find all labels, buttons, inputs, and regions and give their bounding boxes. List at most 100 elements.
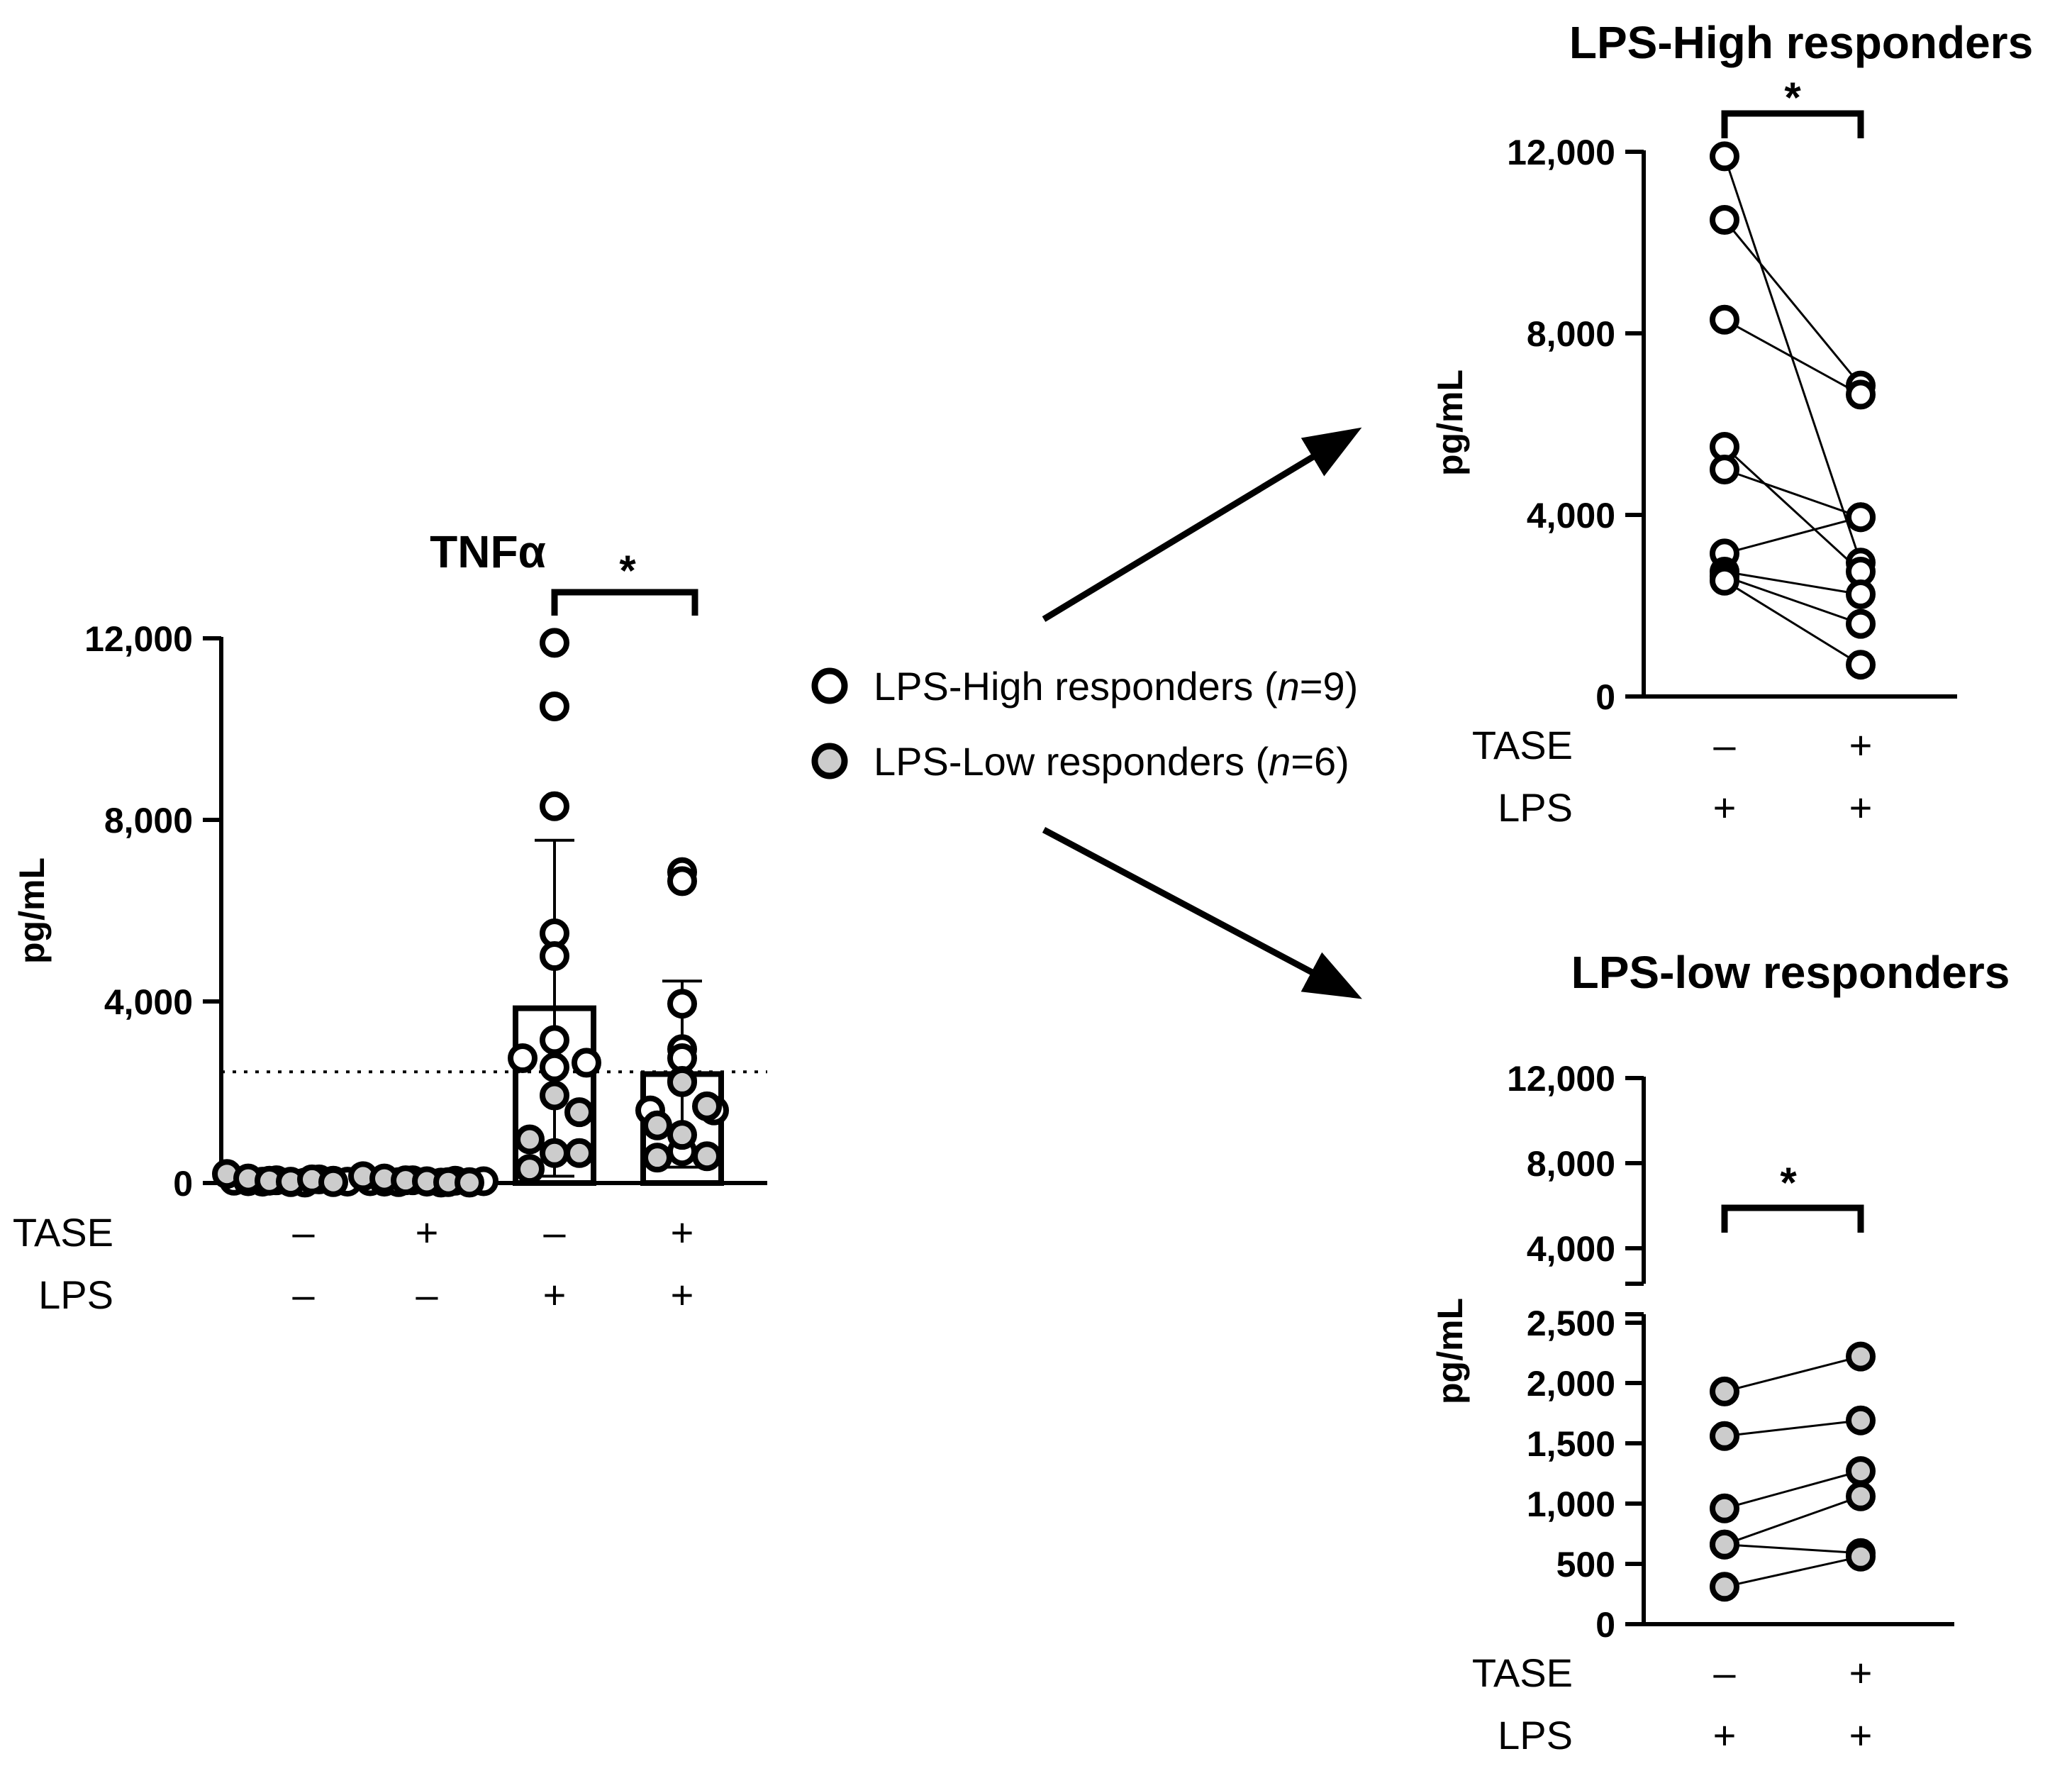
data-point-high — [540, 791, 569, 821]
data-point-high — [540, 628, 569, 658]
data-point-high — [540, 1052, 569, 1082]
panel-title: LPS-low responders — [1571, 947, 2010, 998]
significance-bracket — [1721, 110, 1864, 138]
condition-sign: + — [1849, 1650, 1873, 1695]
data-point-high — [667, 866, 697, 896]
legend-low-label: LPS-Low responders (n=6) — [874, 739, 1349, 784]
data-point-high — [1846, 579, 1876, 609]
data-point-high — [1710, 205, 1739, 235]
legend: LPS-High responders (n=9) LPS-Low respon… — [811, 664, 1358, 784]
pair-line — [1724, 1355, 1861, 1393]
y-tick-label: 4,000 — [104, 982, 193, 1022]
data-point-low — [540, 1080, 569, 1111]
legend-high-label: LPS-High responders (n=9) — [874, 664, 1358, 709]
tnfa-bar-panel: 04,0008,00012,000pg/mLTNFα*TASE–+–+LPS––… — [12, 526, 767, 1317]
data-point-low — [667, 1120, 697, 1150]
condition-sign: – — [292, 1272, 315, 1317]
data-point-high — [508, 1043, 538, 1073]
y-axis-title: pg/mL — [12, 857, 52, 964]
data-point-high — [1846, 502, 1876, 533]
data-point-high — [1846, 650, 1876, 680]
data-point-low — [1710, 1421, 1739, 1451]
pair-line — [1724, 574, 1861, 626]
data-point-low — [642, 1143, 672, 1173]
legend-high-marker — [811, 667, 848, 704]
y-tick-label: 1,000 — [1527, 1484, 1615, 1524]
pair-line — [1723, 219, 1862, 387]
y-tick-label: 8,000 — [1527, 314, 1615, 354]
data-point-high — [1846, 379, 1876, 410]
y-tick-label: 8,000 — [104, 801, 193, 840]
pair-line — [1724, 570, 1861, 596]
condition-sign: + — [543, 1272, 567, 1317]
data-point-low — [455, 1167, 484, 1198]
y-tick-label: 1,500 — [1527, 1424, 1615, 1464]
data-point-low — [1710, 1572, 1739, 1602]
data-point-low — [564, 1138, 594, 1168]
significance-star: * — [619, 547, 636, 594]
pair-line — [1724, 318, 1861, 396]
data-point-low — [1846, 1456, 1876, 1487]
data-point-low — [1846, 1541, 1876, 1572]
condition-sign: + — [671, 1210, 694, 1255]
data-point-low — [1846, 1405, 1876, 1436]
y-tick-label: 2,000 — [1527, 1364, 1615, 1404]
data-point-high — [540, 941, 569, 971]
row-label-lps: LPS — [1498, 1713, 1573, 1758]
y-tick-label: 12,000 — [1507, 1059, 1615, 1099]
y-tick-label: 4,000 — [1527, 496, 1615, 535]
pair-line — [1724, 468, 1861, 518]
data-point-high — [540, 692, 569, 721]
data-point-low — [1710, 1376, 1739, 1406]
condition-sign: + — [1849, 1713, 1873, 1758]
pair-line — [1724, 1419, 1861, 1438]
data-point-low — [1846, 1481, 1876, 1511]
data-point-low — [1710, 1493, 1739, 1523]
condition-sign: + — [671, 1272, 694, 1317]
data-point-high — [1846, 609, 1876, 639]
significance-star: * — [1784, 74, 1801, 121]
condition-sign: + — [1849, 723, 1873, 767]
data-point-low — [1846, 1341, 1876, 1372]
condition-sign: + — [416, 1210, 439, 1255]
pair-line — [1724, 1470, 1861, 1510]
y-tick-label: 500 — [1556, 1545, 1615, 1584]
y-tick-label: 0 — [173, 1164, 193, 1204]
condition-sign: – — [543, 1210, 566, 1255]
condition-sign: + — [1849, 785, 1873, 830]
row-label-lps: LPS — [1498, 785, 1573, 830]
y-tick-label: 12,000 — [84, 619, 193, 659]
condition-sign: + — [1713, 785, 1737, 830]
pair-line — [1723, 155, 1862, 563]
data-point-high — [572, 1048, 601, 1078]
y-axis-title: pg/mL — [1430, 370, 1470, 476]
y-tick-label: 2,500 — [1527, 1304, 1615, 1343]
pair-line — [1723, 445, 1862, 573]
significance-bracket — [551, 589, 698, 616]
y-tick-label: 8,000 — [1527, 1144, 1615, 1184]
pair-line — [1724, 1543, 1861, 1555]
arrow-to-high-icon — [1042, 427, 1362, 622]
arrow-to-low-icon — [1042, 827, 1362, 999]
row-label-tase: TASE — [13, 1210, 113, 1255]
significance-bracket — [1721, 1204, 1864, 1233]
data-point-low — [692, 1091, 722, 1121]
pair-line — [1724, 1495, 1861, 1546]
legend-low-marker — [811, 743, 848, 779]
data-point-high — [1710, 565, 1739, 596]
low-responders-panel: 4,0008,00012,00005001,0001,5002,0002,500… — [1430, 947, 2010, 1758]
data-point-low — [540, 1138, 569, 1168]
data-point-low — [642, 1110, 672, 1140]
pair-line — [1724, 579, 1861, 666]
significance-star: * — [1780, 1159, 1797, 1206]
pair-line — [1724, 1555, 1861, 1588]
arrows — [1042, 427, 1362, 999]
panel-title: TNFα — [430, 526, 546, 577]
condition-sign: – — [292, 1210, 315, 1255]
condition-sign: – — [1713, 723, 1736, 767]
data-point-low — [515, 1124, 545, 1155]
panel-title: LPS-High responders — [1569, 17, 2033, 68]
data-point-low — [667, 1067, 697, 1097]
